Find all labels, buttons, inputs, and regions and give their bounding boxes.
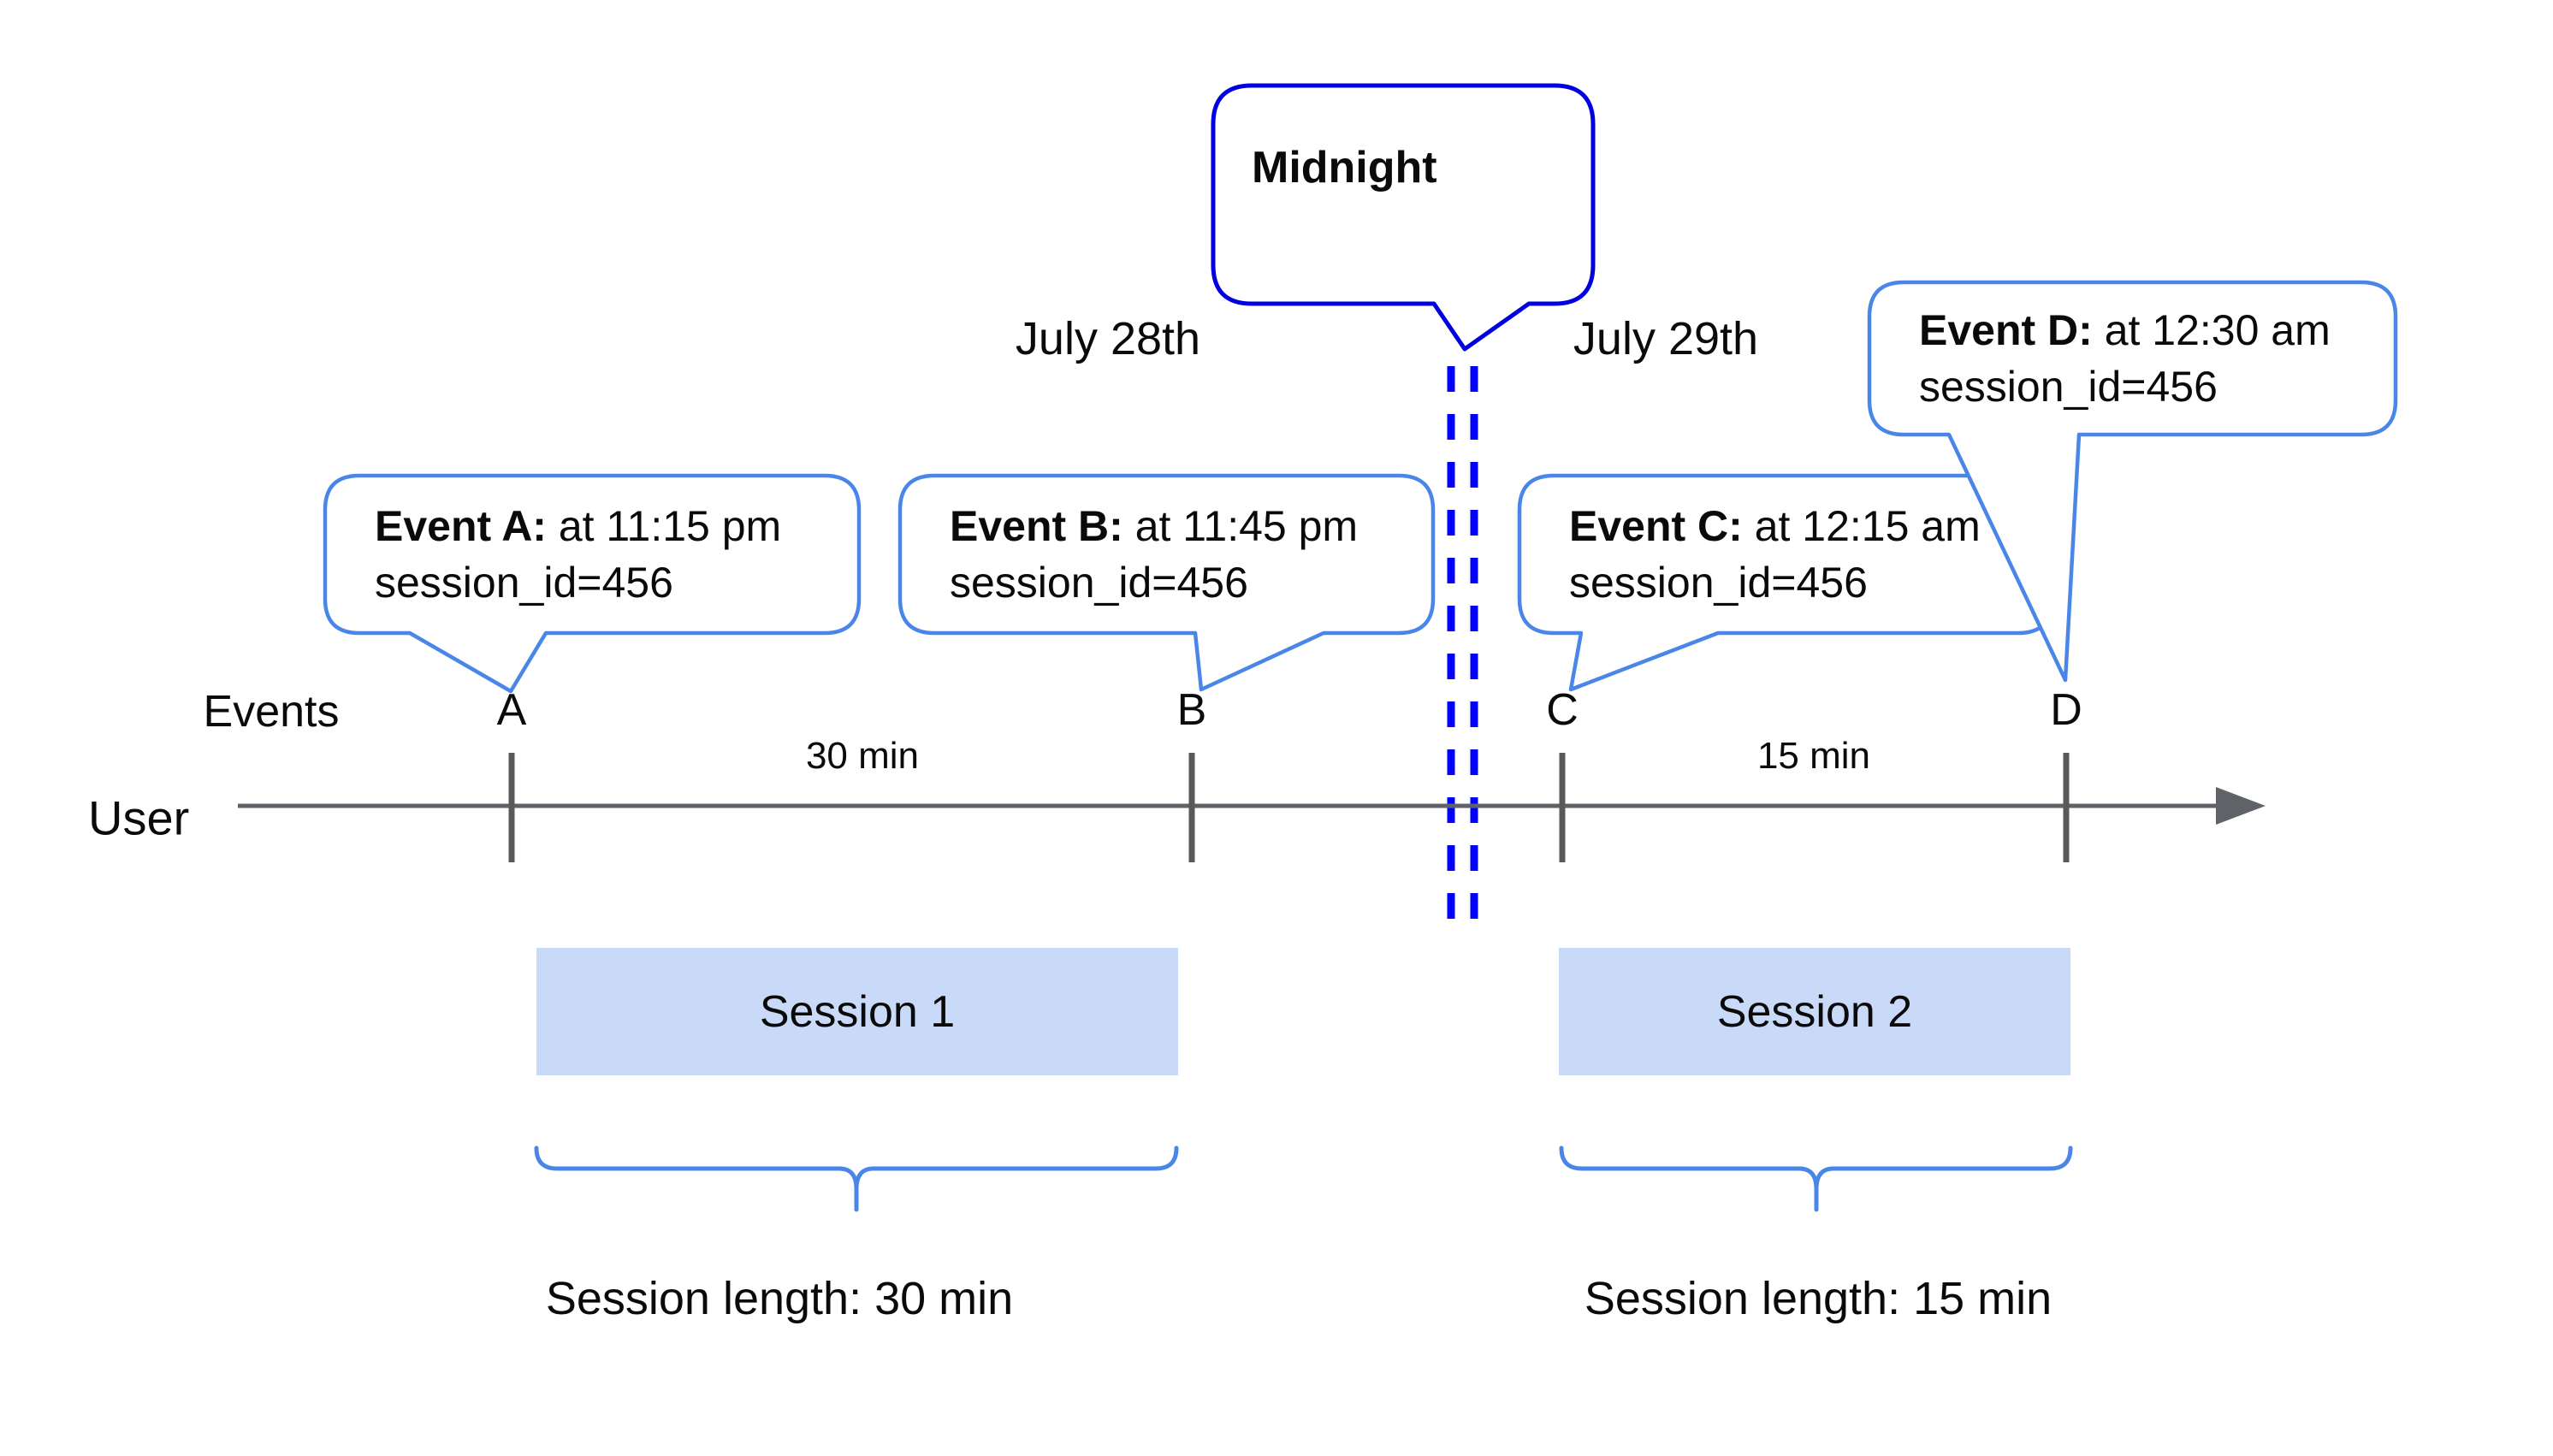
event-d-time: at 12:30 am — [2092, 306, 2331, 354]
event-b-callout-shape — [897, 473, 1436, 692]
session2-box: Session 2 — [1559, 948, 2070, 1075]
event-a-line1: Event A: at 11:15 pm — [375, 502, 781, 550]
interval-label-30min: 30 min — [805, 735, 920, 777]
session2-brace — [1559, 1145, 2073, 1212]
event-d-line1: Event D: at 12:30 am — [1919, 306, 2331, 354]
event-c-detail: session_id=456 — [1569, 559, 1868, 607]
session1-box: Session 1 — [536, 948, 1178, 1075]
event-b-title: Event B: — [950, 502, 1123, 550]
midnight-callout-label: Midnight — [1252, 143, 1437, 192]
interval-label-15min: 15 min — [1756, 735, 1871, 777]
event-d-callout-shape — [1867, 280, 2398, 683]
point-label-d: D — [2050, 685, 2082, 735]
event-b-callout-text: Event B: at 11:45 pm session_id=456 — [950, 476, 1358, 633]
date-label-july-29: July 29th — [1573, 313, 1759, 364]
user-row-label: User — [88, 790, 190, 845]
session2-label: Session 2 — [1716, 986, 1913, 1037]
event-a-callout-text: Event A: at 11:15 pm session_id=456 — [375, 476, 781, 633]
point-label-b: B — [1176, 685, 1207, 735]
date-label-july-28: July 28th — [1015, 313, 1201, 364]
midnight-callout-shape — [1211, 83, 1596, 352]
event-a-callout-shape — [323, 473, 862, 694]
session1-brace — [534, 1145, 1179, 1212]
event-d-title: Event D: — [1919, 306, 2093, 354]
event-a-detail: session_id=456 — [375, 559, 673, 607]
point-label-c: C — [1546, 685, 1579, 735]
event-a-time: at 11:15 pm — [546, 502, 782, 550]
session1-length-label: Session length: 30 min — [545, 1273, 1014, 1324]
event-b-line1: Event B: at 11:45 pm — [950, 502, 1358, 550]
events-row-label: Events — [203, 687, 340, 737]
event-b-time: at 11:45 pm — [1122, 502, 1359, 550]
event-d-callout-text: Event D: at 12:30 am session_id=456 — [1919, 282, 2331, 435]
event-d-detail: session_id=456 — [1919, 363, 2218, 411]
event-c-callout-text: Event C: at 12:15 am session_id=456 — [1569, 476, 1981, 633]
event-c-line1: Event C: at 12:15 am — [1569, 502, 1981, 550]
event-b-detail: session_id=456 — [950, 559, 1248, 607]
event-c-title: Event C: — [1569, 502, 1743, 550]
session1-label: Session 1 — [759, 986, 956, 1037]
session2-length-label: Session length: 15 min — [1584, 1273, 2052, 1324]
point-label-a: A — [496, 685, 527, 735]
event-c-time: at 12:15 am — [1742, 502, 1981, 550]
event-a-title: Event A: — [375, 502, 547, 550]
timeline-arrowhead-icon — [2216, 787, 2266, 825]
